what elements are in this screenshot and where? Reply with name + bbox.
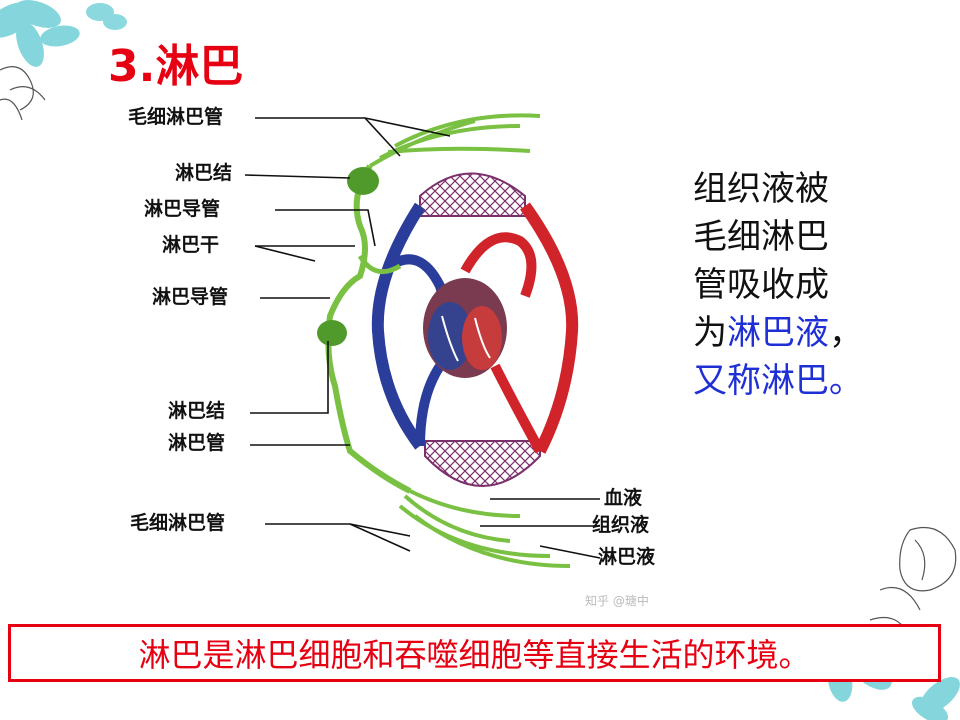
side-line-2: 毛细淋巴 — [693, 217, 829, 257]
label-lymph-duct-top: 淋巴导管 — [144, 198, 221, 220]
side-line-1: 组织液被 — [693, 169, 829, 209]
upper-capillary-bed — [419, 172, 526, 217]
flower-decoration-bottom-right — [823, 526, 960, 720]
highlight-also-called: 又称淋巴 — [693, 361, 829, 401]
lymph-capillaries-bottom — [398, 489, 571, 568]
lymph-node-icon — [317, 167, 379, 346]
label-blood: 血液 — [604, 487, 643, 509]
label-lymph-vessel: 淋巴管 — [168, 432, 226, 454]
lymph-capillaries-top — [368, 113, 541, 168]
label-tissue-fluid: 组织液 — [592, 514, 650, 536]
watermark: 知乎 @瑭中 — [585, 594, 649, 608]
side-line-5: 又称淋巴。 — [693, 361, 863, 401]
vein-lower — [415, 363, 445, 447]
label-lymph-node-bottom: 淋巴结 — [168, 400, 226, 422]
label-lymph-fluid: 淋巴液 — [598, 546, 656, 568]
label-lymph-trunk: 淋巴干 — [162, 234, 220, 256]
side-line-4: 为淋巴液， — [693, 313, 863, 353]
artery-lower — [490, 363, 545, 454]
vein-loop — [371, 202, 426, 450]
label-lymph-node-top: 淋巴结 — [175, 162, 233, 184]
aorta — [460, 232, 537, 298]
side-explanation: 组织液被 毛细淋巴 管吸收成 为淋巴液， 又称淋巴。 — [693, 165, 943, 405]
label-lymph-duct-mid: 淋巴导管 — [152, 286, 229, 308]
artery-loop — [520, 202, 579, 454]
note-text: 淋巴是淋巴细胞和吞噬细胞等直接生活的环境。 — [138, 636, 811, 674]
note-box: 淋巴是淋巴细胞和吞噬细胞等直接生活的环境。 — [8, 624, 941, 682]
label-capillary-lymph-bottom: 毛细淋巴管 — [130, 512, 226, 534]
lymph-circulation-diagram: 毛细淋巴管 淋巴结 淋巴导管 淋巴干 淋巴导管 淋巴结 淋巴管 毛细淋巴管 血液… — [120, 96, 690, 616]
lymph-duct-branch — [357, 254, 402, 275]
highlight-lymph-fluid: 淋巴液 — [727, 313, 829, 353]
slide-title: 3.淋巴 — [108, 41, 244, 92]
leader-lines — [244, 117, 601, 559]
lymph-vessel-main — [325, 164, 412, 494]
circulation-illustration — [244, 113, 601, 568]
lower-capillary-bed — [424, 440, 541, 487]
heart-icon — [423, 278, 507, 378]
side-line-3: 管吸收成 — [693, 265, 829, 305]
label-capillary-lymph-top: 毛细淋巴管 — [128, 106, 224, 128]
flower-decoration-top-left — [0, 0, 127, 121]
